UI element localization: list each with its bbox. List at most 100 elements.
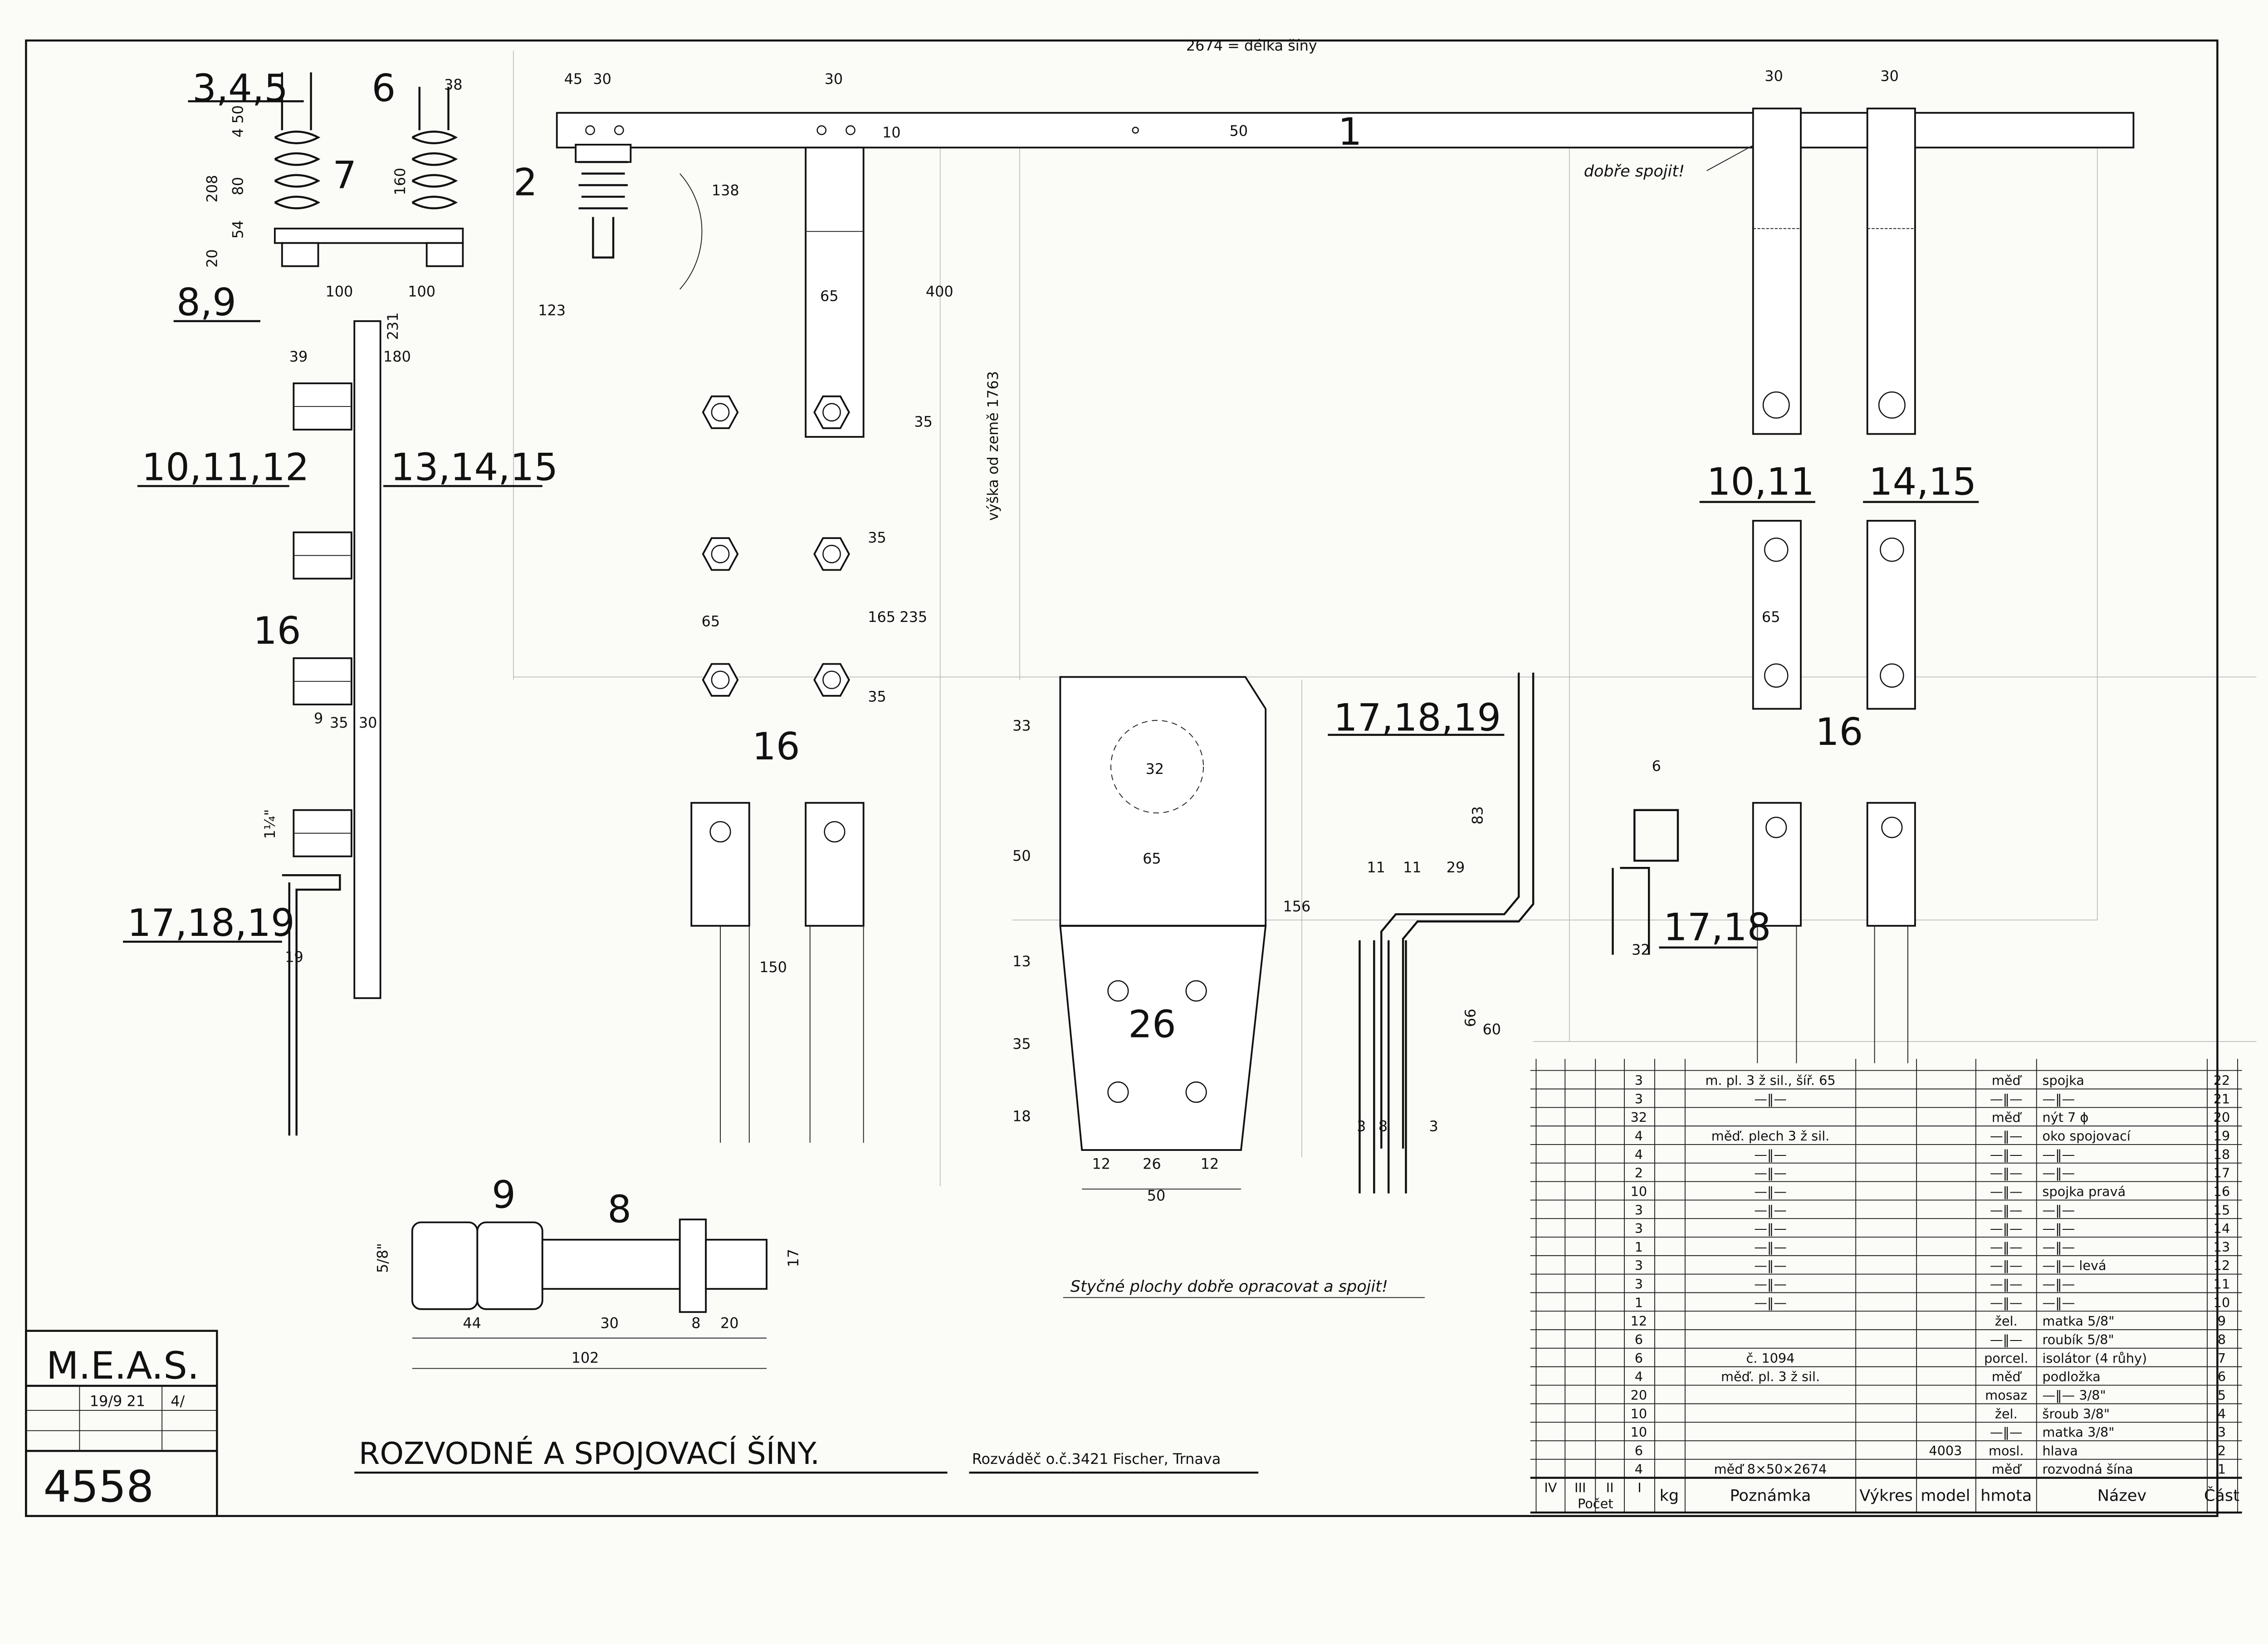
cell-part: 4 (2218, 1406, 2226, 1421)
cell-part: 19 (2214, 1128, 2230, 1144)
dimension-label: 35 (330, 714, 348, 731)
cell-name: —‖— (2043, 1277, 2075, 1292)
cell-note: m. pl. 3 ž sil., šíř. 65 (1705, 1073, 1835, 1088)
plate-part-26: 26 33 32 65 50 13 35 18 156 12 26 12 50 … (1012, 676, 1425, 1298)
cell-material: —‖— (1990, 1221, 2023, 1236)
dimension-label: 231 (384, 313, 401, 340)
dimension-label: 3 (1357, 1118, 1366, 1135)
title-main: ROZVODNÉ A SPOJOVACÍ ŠÍNY. (359, 1435, 820, 1471)
hex-nut-icon (293, 657, 352, 705)
dimension-label: 35 (914, 413, 933, 431)
cell-material: —‖— (1990, 1147, 2023, 1162)
hex-nut-icon (293, 382, 352, 431)
cell-material: měď (1992, 1073, 2022, 1088)
cell-part: 8 (2218, 1332, 2226, 1347)
dimension-label: 20 (720, 1314, 739, 1331)
insulator-head-part-2: 2 138 123 (513, 143, 739, 319)
part-label: 1 (1338, 110, 1362, 154)
cell-part: 11 (2214, 1277, 2230, 1292)
dimension-label: 18 (1012, 1107, 1031, 1125)
bolt-assembly-8-9: 9 8 5/8" 44 30 8 20 102 17 (374, 1173, 802, 1369)
dimension-label: 80 (230, 177, 247, 196)
cell-note: —‖— (1754, 1091, 1787, 1106)
drawing-number: 4558 (44, 1461, 154, 1512)
part-label: 16 (1815, 710, 1863, 754)
dimension-label: 12 (1201, 1155, 1219, 1173)
hex-nut-icon (813, 663, 850, 697)
dimension-label: 50 (1147, 1187, 1166, 1204)
cell-material: —‖— (1990, 1424, 2023, 1440)
hex-nut-icon (293, 531, 352, 580)
cell-note: měď. pl. 3 ž sil. (1721, 1369, 1820, 1385)
cell-qty: 3 (1635, 1258, 1643, 1273)
part-label: 8 (607, 1188, 631, 1232)
cell-note: —‖— (1754, 1184, 1787, 1199)
dimension-label: 35 (1012, 1035, 1031, 1052)
header-note: Poznámka (1730, 1487, 1811, 1505)
dimension-label: 32 (1146, 760, 1164, 778)
dimension-label: 65 (1143, 850, 1161, 867)
right-straps: 10,11 14,15 65 16 6 32 17,18 (1612, 108, 1979, 1063)
cell-note: —‖— (1754, 1295, 1787, 1310)
dimension-label: 180 (383, 348, 411, 365)
cell-qty: 12 (1631, 1313, 1647, 1329)
dimension-label: 400 (926, 283, 953, 300)
company-name: M.E.A.S. (46, 1344, 199, 1388)
dimension-label: 50 (1229, 122, 1248, 140)
cell-name: matka 3/8" (2043, 1424, 2115, 1440)
cell-material: mosaz (1985, 1387, 2027, 1403)
header-qty-group: Počet (1578, 1496, 1613, 1512)
dimension-label: 30 (1765, 68, 1783, 85)
dimension-label: 30 (825, 70, 843, 88)
cell-name: —‖— (2043, 1091, 2075, 1106)
part-label: 17,18,19 (1334, 695, 1501, 739)
cell-material: —‖— (1990, 1332, 2023, 1347)
dimension-label: 65 (702, 613, 720, 630)
vertical-strap-middle: 65 400 35 výška od země 1763 (805, 147, 1002, 521)
lugs-middle: 150 (690, 802, 865, 1143)
cell-note: měď 8×50×2674 (1714, 1462, 1827, 1477)
cell-material: porcel. (1984, 1350, 2028, 1366)
cell-name: hlava (2043, 1443, 2078, 1458)
dimension-label: 29 (1447, 859, 1465, 876)
dimension-label: 138 (712, 181, 739, 199)
header-qty-1: III (1574, 1480, 1586, 1496)
cell-qty: 10 (1631, 1424, 1647, 1440)
cell-note: —‖— (1754, 1202, 1787, 1218)
cell-material: —‖— (1990, 1091, 2023, 1106)
cell-material: —‖— (1990, 1128, 2023, 1144)
dimension-label: 65 (820, 287, 839, 304)
cell-model: 4003 (1929, 1443, 1962, 1458)
hex-nut-icon (702, 395, 739, 429)
dimension-label: 19 (285, 949, 303, 966)
cell-qty: 10 (1631, 1406, 1647, 1421)
header-model: model (1921, 1487, 1970, 1505)
cell-qty: 3 (1635, 1221, 1643, 1236)
dimension-label: 235 (899, 608, 927, 626)
dimension-label: 3 (1429, 1118, 1438, 1135)
dimension-label: 30 (600, 1314, 619, 1331)
dimension-label: 54 (230, 220, 247, 239)
part-label: 14,15 (1869, 460, 1976, 504)
dimension-label: 150 (759, 959, 787, 976)
cell-part: 10 (2214, 1295, 2230, 1310)
dimension-label: 30 (1880, 68, 1899, 85)
cell-name: —‖— (2043, 1239, 2075, 1255)
header-drawing: Výkres (1859, 1487, 1913, 1505)
part-label: 7 (332, 153, 357, 197)
dimension-label: 35 (868, 529, 886, 546)
dimension-label: 10 (882, 124, 901, 141)
dimension-label: 123 (538, 302, 566, 319)
dimension-label: 83 (1469, 806, 1486, 825)
part-label: 16 (752, 724, 800, 768)
cell-qty: 4 (1635, 1147, 1643, 1162)
part-label: 10,11,12 (142, 445, 309, 489)
dimension-label: 100 (325, 283, 353, 300)
cell-name: —‖— (2043, 1202, 2075, 1218)
